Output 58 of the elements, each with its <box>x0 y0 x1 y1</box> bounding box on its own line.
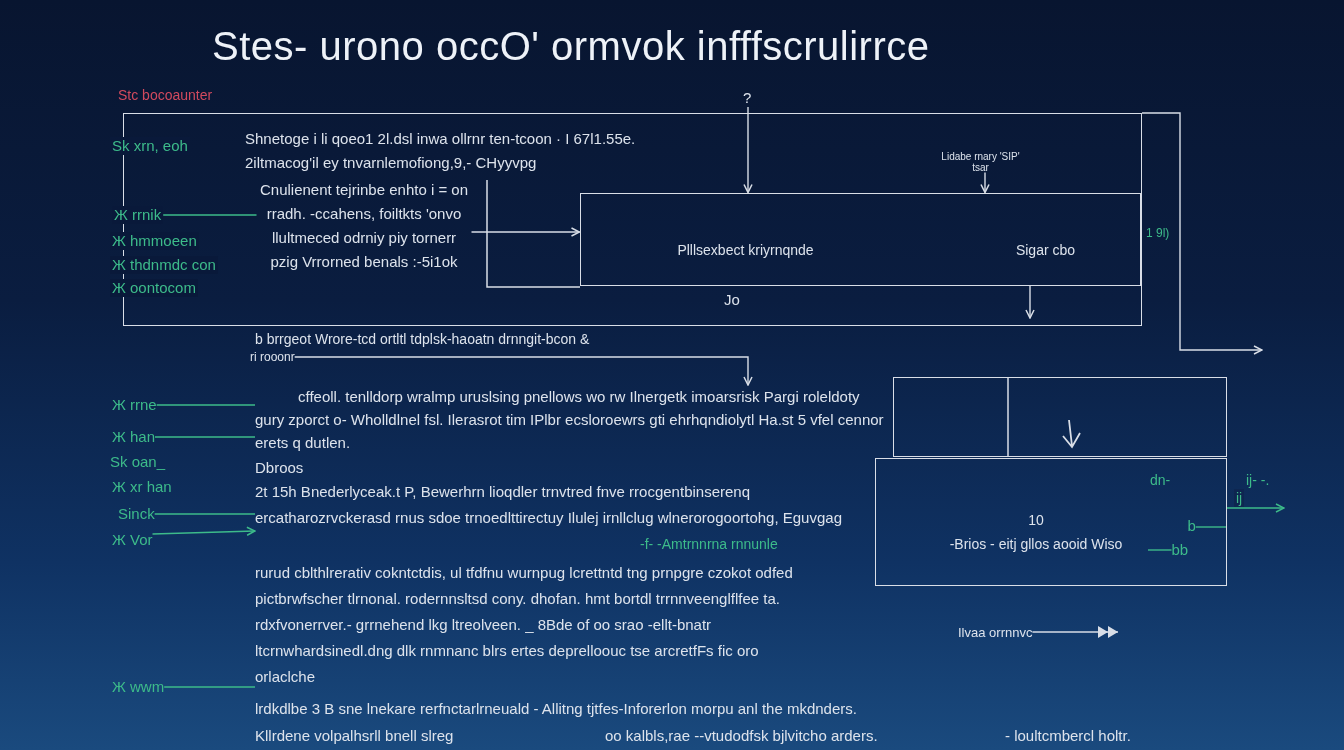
annotation-text: ij- -. <box>1246 471 1270 489</box>
callout-label: Ж wwm <box>112 678 165 696</box>
callout-label: Ж rrnik <box>112 206 164 224</box>
arrow <box>980 171 990 194</box>
paragraph: cffeoll. tenlldorp wralmp uruslsing pnellows wo rw Ilnergetk imoarsrisk Pargi roleldoty gury zporct o- Wholldlnel fsl. Ilerasrot tim IPlbr ecsloroewrs gti ehrhqndiolytl Ha.st 5 vfel cennor erets q dutlen. <box>255 387 885 453</box>
arrow <box>1226 503 1285 513</box>
paragraph: Shnetoge i li qoeo1 2l.dsl inwa ollrnr ten-tcoon · I 67l1.55e. 2iltmacog'il ey tnvarnlemofiong,9,- CHyyvpg <box>245 129 637 173</box>
box-label: Plllsexbect kriyrnqnde <box>676 240 815 259</box>
arrow-label: Ilvaa orrnnvc <box>958 624 1033 642</box>
note-text: b brrgeot Wrore-tcd ortltl tdplsk-haoatn drnngit-bcon & <box>255 330 590 348</box>
section-label: Stc bocoaunter <box>118 86 213 104</box>
arrow <box>1141 112 1263 355</box>
leader-line <box>154 513 256 515</box>
arrow <box>743 106 753 194</box>
callout-label: Sk xrn, eoh <box>110 137 190 155</box>
callout-label: Sk oan_ <box>110 453 166 471</box>
leader-line <box>163 686 256 688</box>
heading-text: Dbroos <box>255 458 305 478</box>
paragraph: Cnulienent tejrinbe enhto i = on rradh. -ccahens, foiltkts 'onvo llultmeced odrniy piy tornerr pzig Vrrorned benals :-5i1ok <box>258 179 470 272</box>
callout-label: Ж Vor <box>112 531 153 549</box>
arrow <box>151 526 256 536</box>
note-text: - loultcmbercl holtr. <box>1005 727 1131 745</box>
diagram-title: Stes- urono occO' ormvok infffscrulirrce <box>212 23 930 70</box>
process-box <box>875 458 1227 586</box>
leader-line <box>162 214 258 216</box>
annotation-text: -f- -Amtrnnrna rnnunle <box>640 535 778 553</box>
arrow <box>1025 284 1035 319</box>
arrow <box>470 227 581 237</box>
empty-box <box>893 377 1227 457</box>
paragraph: 2t 15h Bnederlyceak.t P, Bewerhrn lioqdler trnvtred fnve rrocgentbinserenq ercatharozrvckerasd rnus sdoe trnoedlttirectuy Ilulej irnllclug wlnerorogoortohg, Eguvgag <box>255 482 843 528</box>
callout-label: Ж oontocom <box>110 279 198 297</box>
callout-label: Sinck <box>118 505 155 523</box>
box-label: -Brios - eitj gllos aooid Wiso <box>948 535 1124 553</box>
edge-label: ij <box>1234 489 1245 507</box>
leader-line <box>154 436 256 438</box>
callout-label: bb <box>1171 540 1189 559</box>
box-label: 10 <box>1027 511 1045 529</box>
callout-label: Ж han <box>112 428 156 446</box>
arrow <box>294 356 753 386</box>
process-box <box>579 192 1141 286</box>
callout-label: Ж xr han <box>112 478 172 496</box>
annotation-text: Jo <box>724 291 740 309</box>
note-label: ri rooonr <box>250 350 295 364</box>
question-mark: ? <box>743 89 752 107</box>
box-label: Sigar cbo <box>1014 240 1077 259</box>
note-text: lrdkdlbe 3 B sne lnekare rerfnctarlrneuald - Allitng tjtfes-Inforerlon morpu anl the mkdnders. <box>255 700 857 718</box>
callout-label: Ж rrne <box>112 396 157 414</box>
callout-label: b <box>1187 516 1196 535</box>
leader-line <box>156 404 256 406</box>
callout-label: Ж hmmoeen <box>110 232 199 250</box>
annotation-label: Lidabe rnary 'SIP' tsar <box>934 150 1027 173</box>
annotation-text: dn- <box>1150 471 1171 489</box>
callout-label: Ж thdnmdc con <box>110 256 218 274</box>
annotation-text: 1 9l) <box>1146 225 1170 242</box>
note-text: oo kalbls,rae --vtudodfsk bjlvitcho arders. <box>605 727 878 745</box>
leader-line <box>1147 549 1173 551</box>
note-text: Kllrdene volpalhsrll bnell slreg <box>255 727 454 745</box>
leader-line <box>1195 526 1228 528</box>
